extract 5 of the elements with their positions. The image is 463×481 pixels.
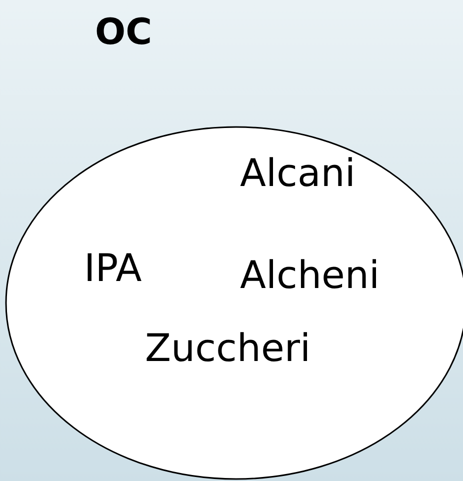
set-item: Alcheni	[240, 252, 380, 299]
set-item: Zuccheri	[145, 325, 311, 372]
set-item: IPA	[84, 245, 142, 292]
set-item: Alcani	[240, 150, 356, 197]
set-title: OC	[95, 11, 152, 55]
